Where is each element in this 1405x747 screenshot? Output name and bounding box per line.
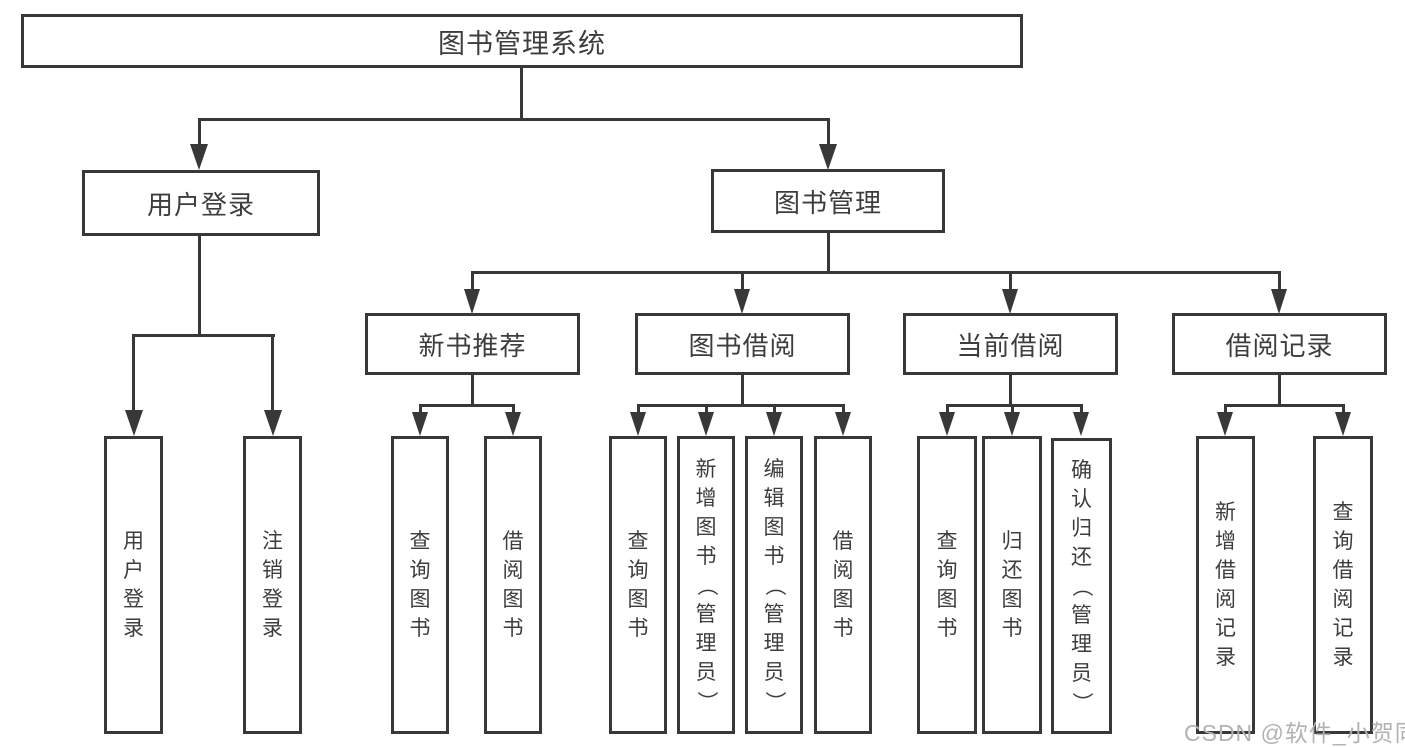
leaf-cb-query-books: 查询图书: [917, 436, 977, 734]
connector-leaf: [512, 404, 515, 413]
arrowhead-new-book-rec: [464, 289, 480, 314]
leaf-br-add-record: 新增借阅记录: [1196, 436, 1255, 734]
connector-user-login-branch: [132, 334, 275, 337]
arrowhead-leaf: [412, 412, 428, 436]
connector-book-borrow-branch: [637, 404, 844, 407]
arrowhead-leaf: [1335, 412, 1351, 436]
arrowhead-leaf-login: [125, 410, 143, 436]
connector-to-leaf-login: [132, 334, 135, 412]
connector-leaf: [842, 404, 845, 413]
node-new-book-rec-label: 新书推荐: [418, 330, 527, 361]
node-book-mgmt: 图书管理: [711, 169, 945, 233]
connector-leaf: [419, 404, 422, 413]
leaf-bb-query-books: 查询图书: [609, 436, 667, 734]
node-user-login: 用户登录: [82, 170, 320, 236]
connector-mid-branch: [471, 271, 1281, 274]
leaf-bb-add-books-admin: 新增图书（管理员）: [677, 436, 735, 734]
connector-to-new-book-rec: [471, 274, 474, 290]
arrowhead-leaf: [1217, 412, 1233, 436]
connector-root-stem: [520, 66, 523, 118]
arrowhead-book-borrow: [734, 289, 750, 314]
leaf-bb-edit-books-admin: 编辑图书（管理员）: [745, 436, 803, 734]
connector-leaf: [946, 404, 949, 413]
connector-leaf: [705, 404, 708, 413]
leaf-bb-borrow-books: 借阅图书: [814, 436, 872, 734]
leaf-logout: 注销登录: [243, 436, 302, 734]
arrowhead-leaf-logout: [264, 410, 282, 436]
connector-leaf: [1342, 404, 1345, 413]
connector-to-current-borrow: [1009, 274, 1012, 290]
connector-to-book-borrow: [741, 274, 744, 290]
connector-user-login-stem: [198, 234, 201, 337]
arrowhead-leaf: [835, 412, 851, 436]
connector-current-borrow-stem: [1009, 373, 1012, 407]
connector-new-book-rec-branch: [419, 404, 515, 407]
node-current-borrow: 当前借阅: [903, 313, 1118, 375]
connector-leaf: [637, 404, 640, 413]
leaf-br-query-record: 查询借阅记录: [1313, 436, 1373, 734]
node-root: 图书管理系统: [21, 14, 1023, 68]
connector-leaf: [1224, 404, 1227, 413]
connector-current-borrow-branch: [946, 404, 1082, 407]
connector-borrow-record-branch: [1224, 404, 1344, 407]
leaf-rec-borrow-books: 借阅图书: [484, 436, 542, 734]
node-current-borrow-label: 当前借阅: [956, 330, 1065, 361]
node-borrow-record: 借阅记录: [1172, 313, 1387, 375]
node-book-borrow: 图书借阅: [635, 313, 850, 375]
arrowhead-leaf: [630, 412, 646, 436]
node-user-login-label: 用户登录: [146, 189, 255, 220]
node-book-borrow-label: 图书借阅: [688, 330, 797, 361]
leaf-rec-query-books: 查询图书: [391, 436, 449, 734]
arrowhead-leaf: [1073, 412, 1089, 436]
connector-new-book-rec-stem: [471, 373, 474, 407]
node-book-mgmt-label: 图书管理: [773, 187, 882, 218]
leaf-cb-return-books: 归还图书: [982, 436, 1042, 734]
leaf-user-login: 用户登录: [104, 436, 163, 734]
arrowhead-leaf: [766, 412, 782, 436]
node-new-book-rec: 新书推荐: [365, 313, 580, 375]
connector-to-book-mgmt: [827, 118, 830, 148]
node-borrow-record-label: 借阅记录: [1225, 330, 1334, 361]
arrowhead-leaf: [505, 412, 521, 436]
node-root-label: 图书管理系统: [438, 28, 606, 59]
connector-leaf: [1011, 404, 1014, 413]
connector-to-leaf-logout: [271, 334, 274, 412]
leaf-cb-confirm-return-admin: 确认归还（管理员）: [1051, 438, 1112, 734]
arrowhead-leaf: [1004, 412, 1020, 436]
connector-to-user-login: [198, 118, 201, 148]
arrowhead-leaf: [939, 412, 955, 436]
connector-to-borrow-record: [1278, 274, 1281, 290]
connector-top-branch: [198, 118, 830, 121]
arrowhead-leaf: [698, 412, 714, 436]
watermark: CSDN @软件_小贺同学: [1184, 720, 1405, 746]
connector-book-borrow-stem: [741, 373, 744, 407]
connector-leaf: [773, 404, 776, 413]
connector-borrow-record-stem: [1278, 373, 1281, 407]
arrowhead-current-borrow: [1002, 289, 1018, 314]
arrowhead-borrow-record: [1271, 289, 1287, 314]
arrowhead-book-mgmt: [819, 144, 837, 170]
connector-leaf: [1080, 404, 1083, 413]
arrowhead-user-login: [190, 144, 208, 170]
connector-book-mgmt-stem: [827, 231, 830, 274]
